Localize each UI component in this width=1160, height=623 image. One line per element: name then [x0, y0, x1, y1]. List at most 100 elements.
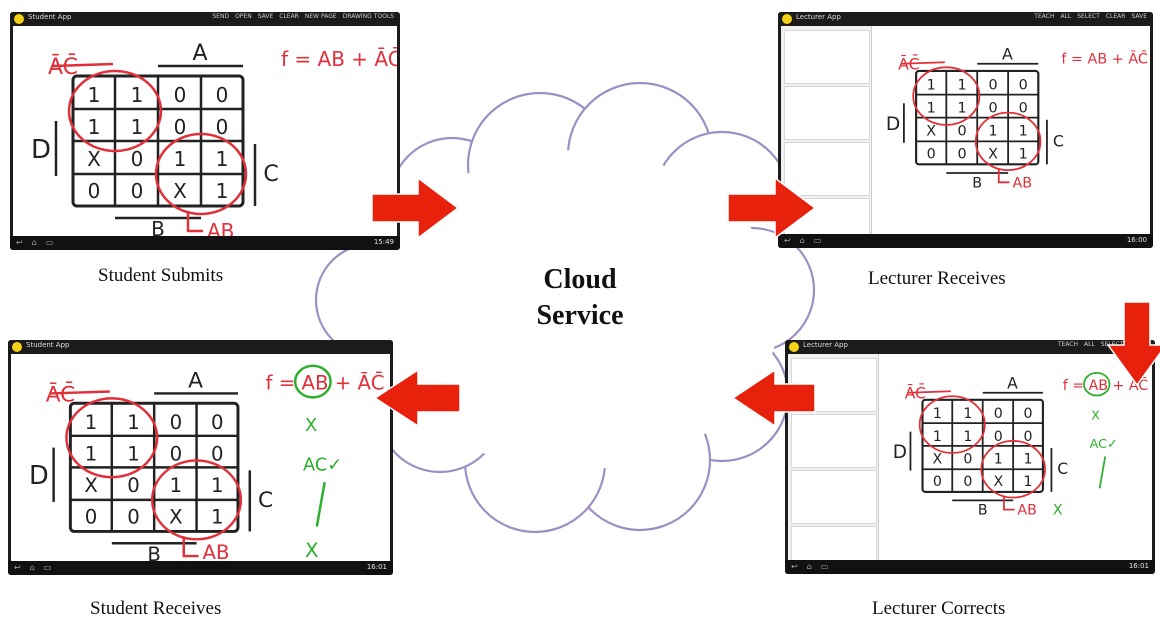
menu-teach[interactable]: TEACH: [1057, 341, 1078, 348]
app-logo-icon: [782, 14, 792, 24]
kmap-label-top: A: [192, 41, 207, 66]
kmap-cell: X: [933, 452, 943, 468]
menu-teach[interactable]: TEACH: [1034, 13, 1055, 20]
home-icon[interactable]: ⌂: [799, 236, 805, 245]
arrow-down-icon: [1106, 301, 1160, 387]
caption-lecturer-corrects: Lecturer Corrects: [872, 598, 1006, 619]
menu-clear[interactable]: CLEAR: [1105, 13, 1126, 20]
app-logo-icon: [14, 14, 24, 24]
status-clock: 15:49: [373, 238, 394, 246]
menu-open[interactable]: OPEN: [235, 13, 252, 20]
kmap-cell: 0: [131, 179, 144, 203]
kmap-cell: X: [84, 474, 97, 497]
home-icon[interactable]: ⌂: [806, 562, 812, 571]
back-icon[interactable]: ↩: [791, 562, 798, 571]
back-icon[interactable]: ↩: [16, 238, 23, 247]
kmap-cell: 0: [170, 411, 183, 434]
kmap-cell: X: [988, 147, 998, 163]
recents-icon[interactable]: ▭: [45, 238, 54, 247]
kmap-label-right: C: [258, 488, 273, 513]
menu-new-page[interactable]: NEW PAGE: [304, 13, 337, 20]
android-navbar: ↩ ⌂ ▭ 16:01: [785, 560, 1155, 574]
kmap-cell: 0: [170, 442, 183, 465]
submission-thumbnail[interactable]: [784, 86, 870, 140]
caption-lecturer-receives: Lecturer Receives: [868, 268, 1006, 289]
kmap-cell: 1: [85, 442, 98, 465]
app-menu: SEND OPEN SAVE CLEAR NEW PAGE DRAWING TO…: [212, 13, 394, 20]
kmap-cell: 1: [174, 147, 187, 171]
kmap-label-bottom: B: [972, 175, 982, 191]
kmap-cell: 0: [994, 429, 1003, 445]
student-receives-tablet: Student App 1 1 0 0 1 1 0 0 X 0 1 1 0 0 …: [8, 340, 393, 575]
correction-mark-wrong: X: [305, 416, 317, 436]
cloud-label-line2: Service: [536, 300, 624, 331]
kmap-cell: 1: [216, 179, 229, 203]
lecturer-canvas[interactable]: 1 1 0 0 1 1 0 0 X 0 1 1 0 0 X 1 A D C B …: [781, 26, 1150, 234]
kmap-drawing: 1 1 0 0 1 1 0 0 X 0 1 1 0 0 X 1 A D C B …: [893, 371, 1148, 519]
submission-thumbnail[interactable]: [784, 30, 870, 84]
kmap-cell: 0: [1019, 78, 1028, 94]
menu-select[interactable]: SELECT: [1077, 13, 1100, 20]
kmap-cell: X: [926, 124, 936, 140]
drawing-canvas[interactable]: 1 1 0 0 1 1 0 0 X 0 1 1 0 0 X 1 A D C B …: [13, 26, 397, 236]
status-clock: 16:01: [1128, 562, 1149, 570]
kmap-cell: X: [169, 506, 183, 529]
kmap-cell: 1: [927, 78, 936, 94]
recents-icon[interactable]: ▭: [820, 562, 829, 571]
menu-send[interactable]: SEND: [212, 13, 230, 20]
back-icon[interactable]: ↩: [14, 563, 21, 572]
back-icon[interactable]: ↩: [784, 236, 791, 245]
student-submits-tablet: Student App SEND OPEN SAVE CLEAR NEW PAG…: [10, 12, 400, 250]
app-title: Lecturer App: [803, 341, 848, 349]
correction-fix: AC✓: [303, 455, 342, 475]
recents-icon[interactable]: ▭: [813, 236, 822, 245]
menu-save[interactable]: SAVE: [257, 13, 274, 20]
arrow-right-icon: [371, 176, 460, 240]
term-ab: AB: [202, 541, 229, 561]
recents-icon[interactable]: ▭: [43, 563, 52, 572]
drawing-canvas[interactable]: 1 1 0 0 1 1 0 0 X 0 1 1 0 0 X 1 A D C B …: [11, 354, 390, 561]
kmap-cell: 0: [958, 124, 967, 140]
submission-thumbnail[interactable]: [791, 414, 877, 468]
kmap-cell: 1: [211, 474, 224, 497]
menu-drawing-tools[interactable]: DRAWING TOOLS: [342, 13, 394, 20]
kmap-cell: 0: [958, 147, 967, 163]
kmap-cell: 1: [85, 411, 98, 434]
correction-x: X: [305, 539, 319, 561]
menu-clear[interactable]: CLEAR: [279, 13, 299, 20]
kmap-label-left: D: [31, 135, 51, 165]
home-icon[interactable]: ⌂: [29, 563, 35, 572]
kmap-cell: 0: [174, 115, 187, 139]
kmap-label-top: A: [1007, 374, 1018, 392]
kmap-cell: 1: [216, 147, 229, 171]
kmap-cell: 1: [994, 452, 1003, 468]
menu-all[interactable]: ALL: [1060, 13, 1072, 20]
formula: f = AB + ĀC̄: [266, 370, 385, 395]
submission-thumbnail[interactable]: [791, 470, 877, 524]
formula: f = AB + ĀC̄: [281, 46, 397, 71]
kmap-cell: 0: [85, 506, 98, 529]
android-navbar: ↩⌂▭ 16:01: [8, 561, 393, 575]
kmap-cell: 1: [963, 406, 972, 422]
kmap-cell: 0: [216, 83, 229, 107]
cloud-service-label: Cloud Service: [510, 262, 650, 334]
kmap-label-right: C: [1057, 460, 1068, 478]
kmap-cell: 0: [127, 474, 140, 497]
home-icon[interactable]: ⌂: [31, 238, 37, 247]
app-menu: TEACH ALL SELECT CLEAR SAVE: [1034, 13, 1147, 20]
menu-all[interactable]: ALL: [1084, 341, 1095, 348]
kmap-label-bottom: B: [978, 503, 988, 519]
kmap-cell: 0: [988, 78, 997, 94]
submission-thumbnail[interactable]: [784, 142, 870, 196]
cloud-label-line1: Cloud: [543, 264, 617, 295]
submission-thumbnail[interactable]: [791, 526, 877, 560]
status-clock: 16:00: [1126, 236, 1147, 244]
android-navbar: ↩ ⌂ ▭ 16:00: [778, 234, 1153, 248]
kmap-cell: 0: [994, 406, 1003, 422]
lecturer-canvas[interactable]: 1 1 0 0 1 1 0 0 X 0 1 1 0 0 X 1 A D C B …: [788, 354, 1152, 560]
kmap-cell: 1: [127, 411, 140, 434]
kmap-cell: 0: [988, 101, 997, 117]
menu-save[interactable]: SAVE: [1131, 13, 1147, 20]
submission-thumbnail[interactable]: [791, 358, 877, 412]
